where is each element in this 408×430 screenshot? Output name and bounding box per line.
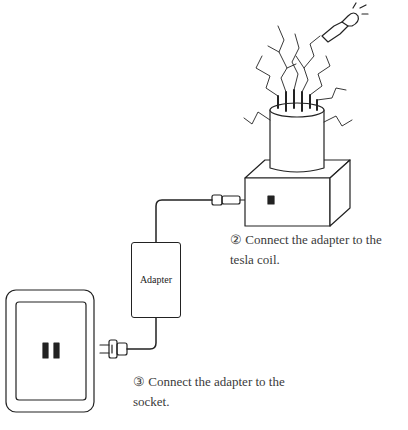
tesla-coil <box>270 90 324 172</box>
dc-cable <box>156 200 212 242</box>
mains-plug <box>100 340 127 358</box>
wall-socket <box>6 290 94 412</box>
socket-plate <box>16 302 86 400</box>
spark <box>244 26 352 126</box>
adapter-box: Adapter <box>131 242 181 318</box>
power-cable <box>127 318 156 349</box>
socket-slot <box>54 343 59 358</box>
dc-plug <box>212 195 246 205</box>
hand-with-bulb <box>322 3 368 42</box>
step-caption: ③ Connect the adapter to the socket. <box>133 372 318 412</box>
box-text: Adapter <box>140 274 172 286</box>
socket-slot <box>43 343 48 358</box>
step-caption: ② Connect the adapter to the tesla coil. <box>230 230 402 270</box>
